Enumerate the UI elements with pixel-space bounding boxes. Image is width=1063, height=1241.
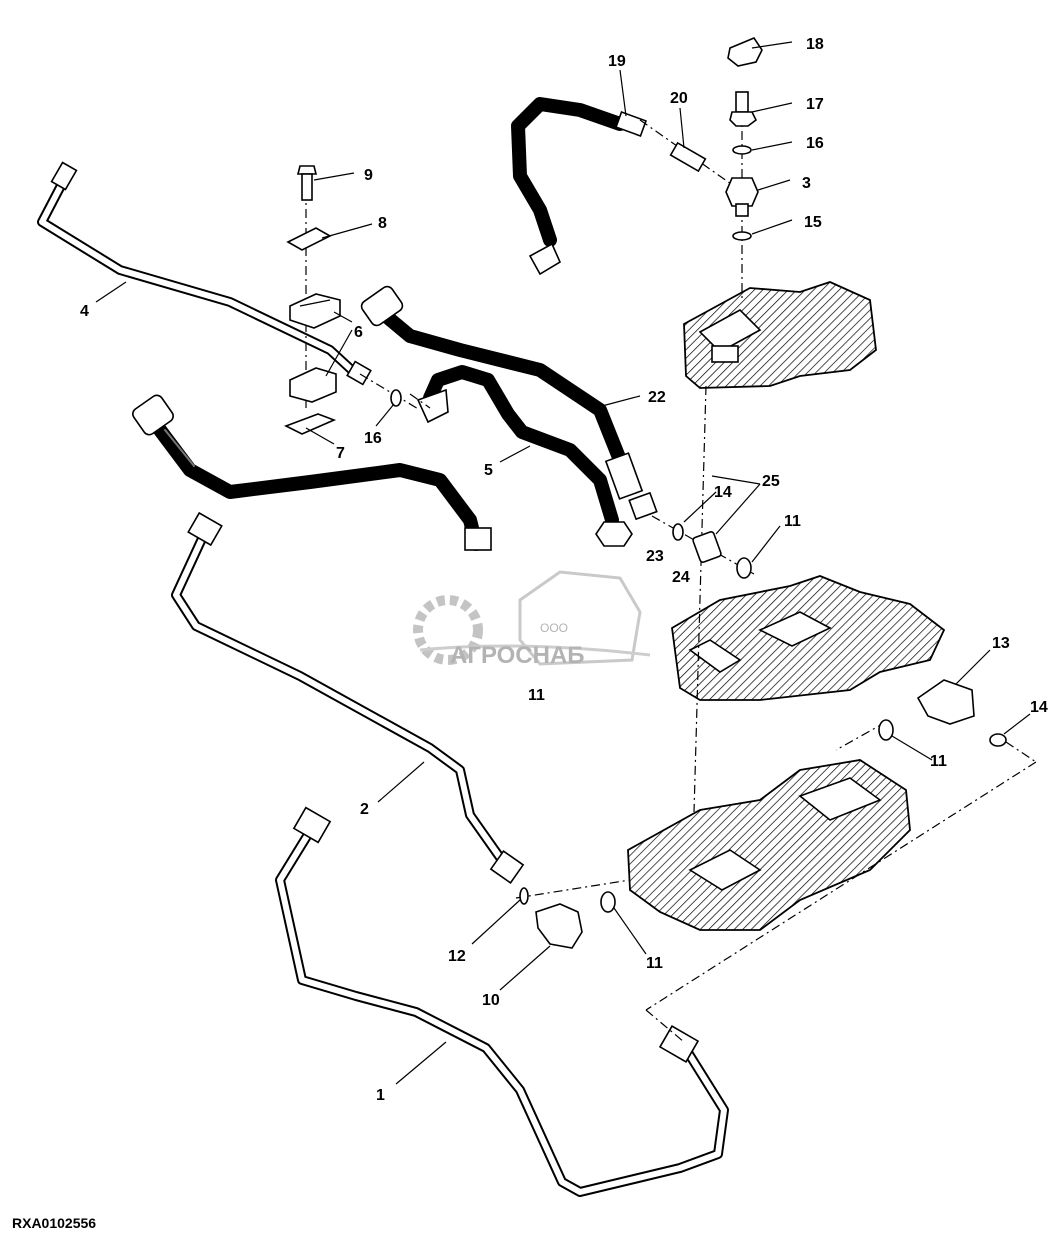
callout-12: 12 [448, 948, 466, 965]
elbow-10 [535, 903, 583, 949]
figure-id: RXA0102556 [12, 1215, 96, 1231]
oring-14-mid [672, 523, 684, 541]
callout-20: 20 [670, 90, 688, 107]
callout-18: 18 [806, 36, 824, 53]
valve-block-bottom [627, 759, 911, 931]
watermark-gear-icon [413, 595, 483, 665]
oring-11-right [878, 719, 894, 741]
hose-lower-left [132, 394, 492, 551]
agrosnab-watermark: ООО АГРОСНАБ [413, 570, 651, 669]
washer-15 [732, 231, 752, 241]
callout-2: 2 [360, 801, 369, 818]
callout-labels: 18 19 20 17 16 3 9 15 8 4 6 22 16 7 5 25… [80, 36, 1048, 1104]
fitting-18-cap [727, 37, 763, 67]
plate-8 [286, 227, 332, 251]
washer-16-left [390, 389, 402, 407]
callout-9: 9 [364, 167, 373, 184]
callout-10: 10 [482, 992, 500, 1009]
tube-2 [171, 511, 525, 885]
watermark-small-text: ООО [540, 621, 568, 635]
hose-5 [416, 365, 633, 547]
callout-11-mid: 11 [784, 513, 801, 530]
hose-19 [511, 97, 647, 276]
callout-13: 13 [992, 635, 1010, 652]
callout-17: 17 [806, 96, 824, 113]
callout-11-center: 11 [528, 687, 545, 704]
tube-1 [275, 806, 729, 1197]
watermark-harvester-icon [518, 570, 642, 666]
callout-14-right: 14 [1030, 699, 1048, 716]
callout-16-top: 16 [806, 135, 824, 152]
callout-24: 24 [672, 569, 690, 586]
leader-lines [95, 41, 1031, 1085]
callout-6: 6 [354, 324, 363, 341]
elbow-13 [916, 679, 975, 725]
tube-4 [37, 161, 372, 386]
valve-block-top [683, 281, 877, 389]
callout-14-mid: 14 [714, 484, 732, 501]
callout-1: 1 [376, 1087, 385, 1104]
fitting-25 [692, 531, 722, 563]
callout-25: 25 [762, 473, 780, 490]
plate-7 [284, 413, 337, 435]
callout-16-left: 16 [364, 430, 382, 447]
callout-22: 22 [648, 389, 666, 406]
oring-11-mid [736, 557, 752, 579]
callout-11-right: 11 [930, 753, 947, 770]
valve-block-middle [671, 575, 946, 701]
callout-11-bottom: 11 [646, 955, 663, 972]
callout-8: 8 [378, 215, 387, 232]
watermark-brand-text: АГРОСНАБ [450, 642, 585, 669]
oring-14-right [989, 733, 1007, 747]
washer-12 [519, 887, 529, 905]
callout-5: 5 [484, 462, 493, 479]
callout-7: 7 [336, 445, 345, 462]
oring-11-bottom [600, 891, 616, 913]
callout-3: 3 [802, 175, 811, 192]
callout-4: 4 [80, 303, 89, 320]
washer-16-top [732, 145, 752, 155]
bolt-9 [296, 165, 318, 201]
callout-19: 19 [608, 53, 626, 70]
adapter-20 [669, 141, 707, 173]
callout-23: 23 [646, 548, 664, 565]
hose-22 [360, 285, 658, 521]
tee-fitting-3 [725, 177, 759, 217]
callout-15: 15 [804, 214, 822, 231]
fitting-17 [729, 91, 758, 127]
clamp-6-lower [289, 367, 337, 403]
clamp-6-upper [289, 293, 341, 329]
